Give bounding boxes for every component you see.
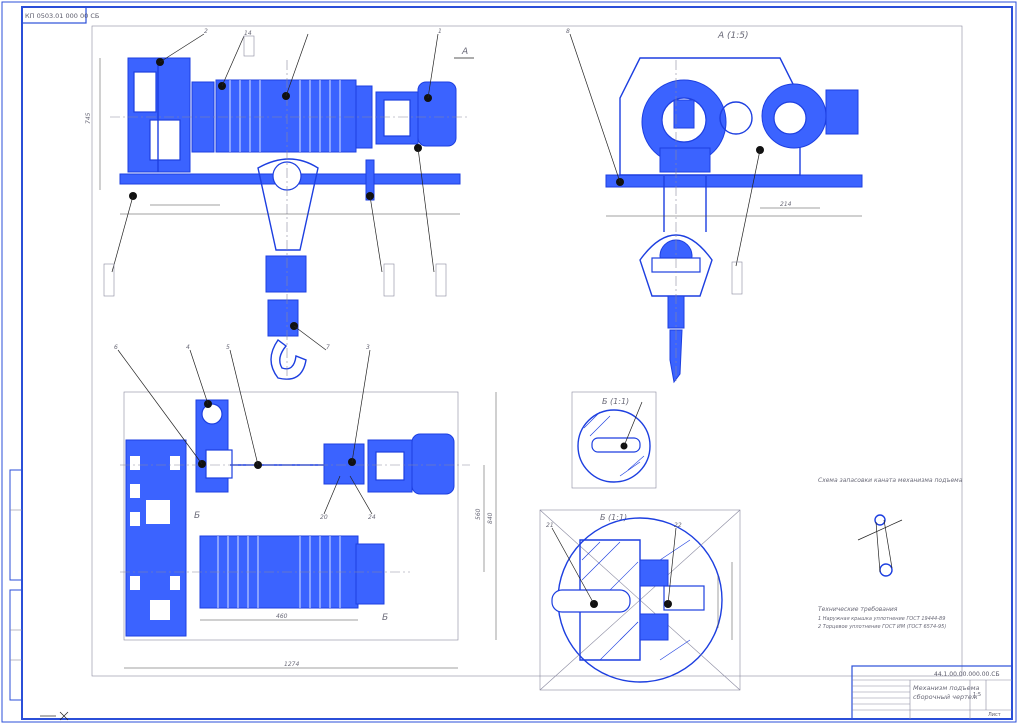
tech-line-1: 1 Наружная крышка уплотнение ГОСТ 19444-… — [818, 616, 945, 622]
corner-mark — [40, 711, 69, 721]
title-name: Механизм подъема — [913, 684, 980, 692]
front-hook — [270, 339, 307, 380]
plan-half-dim: 560 — [475, 508, 482, 520]
rope-scheme-title: Схема запасовки каната механизма подъема — [818, 477, 963, 484]
title-doc-code: 44.1.00.00.000.00.СБ — [934, 671, 1000, 678]
front-view-arrow-label: A — [461, 47, 468, 57]
callout-1: 1 — [438, 28, 442, 35]
rope-scheme: Схема запасовки каната механизма подъема — [818, 477, 963, 577]
side-base-frame — [605, 174, 863, 188]
front-drum — [215, 79, 357, 153]
section-b-big-title: Б (1:1) — [600, 513, 627, 522]
front-callouts: 2 14 1 7 — [103, 28, 447, 351]
plan-view: Б Б 1274 840 560 460 — [120, 391, 497, 669]
plan-section-mark-right: Б — [382, 613, 388, 623]
callout-4: 4 — [186, 344, 190, 351]
plan-width-dim: 1274 — [284, 661, 299, 668]
callout-20: 20 — [320, 514, 328, 521]
side-hook-block — [639, 234, 713, 297]
callout-7: 7 — [326, 344, 330, 351]
plan-section-mark-left: Б — [194, 511, 200, 521]
callout-14: 14 — [244, 30, 252, 37]
side-view: A (1:5) 8 214 — [566, 28, 863, 384]
section-b-small: Б (1:1) — [571, 391, 657, 489]
front-height-dim: 745 — [85, 112, 92, 124]
callout-3: 3 — [366, 344, 370, 351]
plan-outline — [123, 391, 459, 641]
title-sheet-label: Лист — [988, 712, 1001, 718]
section-b-small-title: Б (1:1) — [602, 397, 629, 406]
side-view-title: A (1:5) — [717, 31, 749, 41]
corner-stamp-text: КП 0503.01 000 00 СБ — [25, 12, 99, 20]
callout-24: 24 — [368, 514, 376, 521]
callout-22: 22 — [674, 522, 682, 529]
left-side-strips — [9, 469, 23, 701]
callout-21: 21 — [546, 522, 554, 529]
plan-height-dim: 840 — [487, 512, 494, 524]
corner-stamp: КП 0503.01 000 00 СБ — [21, 6, 99, 24]
front-hook-traverse — [265, 255, 307, 293]
plan-drum-dim: 460 — [276, 613, 288, 620]
callout-6: 6 — [114, 344, 118, 351]
section-b-big: Б (1:1) 21 22 — [539, 509, 741, 691]
inner-frame — [21, 6, 1013, 720]
title-block: 44.1.00.00.000.00.СБ Механизм подъема сб… — [851, 665, 1013, 720]
plan-motor — [411, 433, 455, 495]
drawing-area-outline — [91, 25, 963, 677]
title-scale: 1:5 — [973, 692, 981, 698]
front-motor — [417, 81, 457, 147]
front-hook-block — [257, 158, 319, 251]
callout-2: 2 — [204, 28, 208, 35]
tech-line-2: 2 Торцевое уплотнение ГОСТ ИМ (ГОСТ 6574… — [818, 624, 946, 630]
side-motor-brake — [825, 89, 859, 135]
tech-requirements: Технические требования 1 Наружная крышка… — [818, 606, 946, 630]
front-view: A 745 — [85, 47, 474, 380]
callout-8: 8 — [566, 28, 570, 35]
side-gearbox-housing — [619, 57, 801, 176]
plan-brake — [323, 443, 365, 485]
plan-callouts: 4 5 6 3 20 24 — [114, 344, 376, 521]
side-width-dim: 214 — [780, 201, 792, 208]
title-subname: сборочный чертеж — [913, 693, 978, 701]
tech-title: Технические требования — [818, 606, 898, 613]
callout-5: 5 — [226, 344, 230, 351]
